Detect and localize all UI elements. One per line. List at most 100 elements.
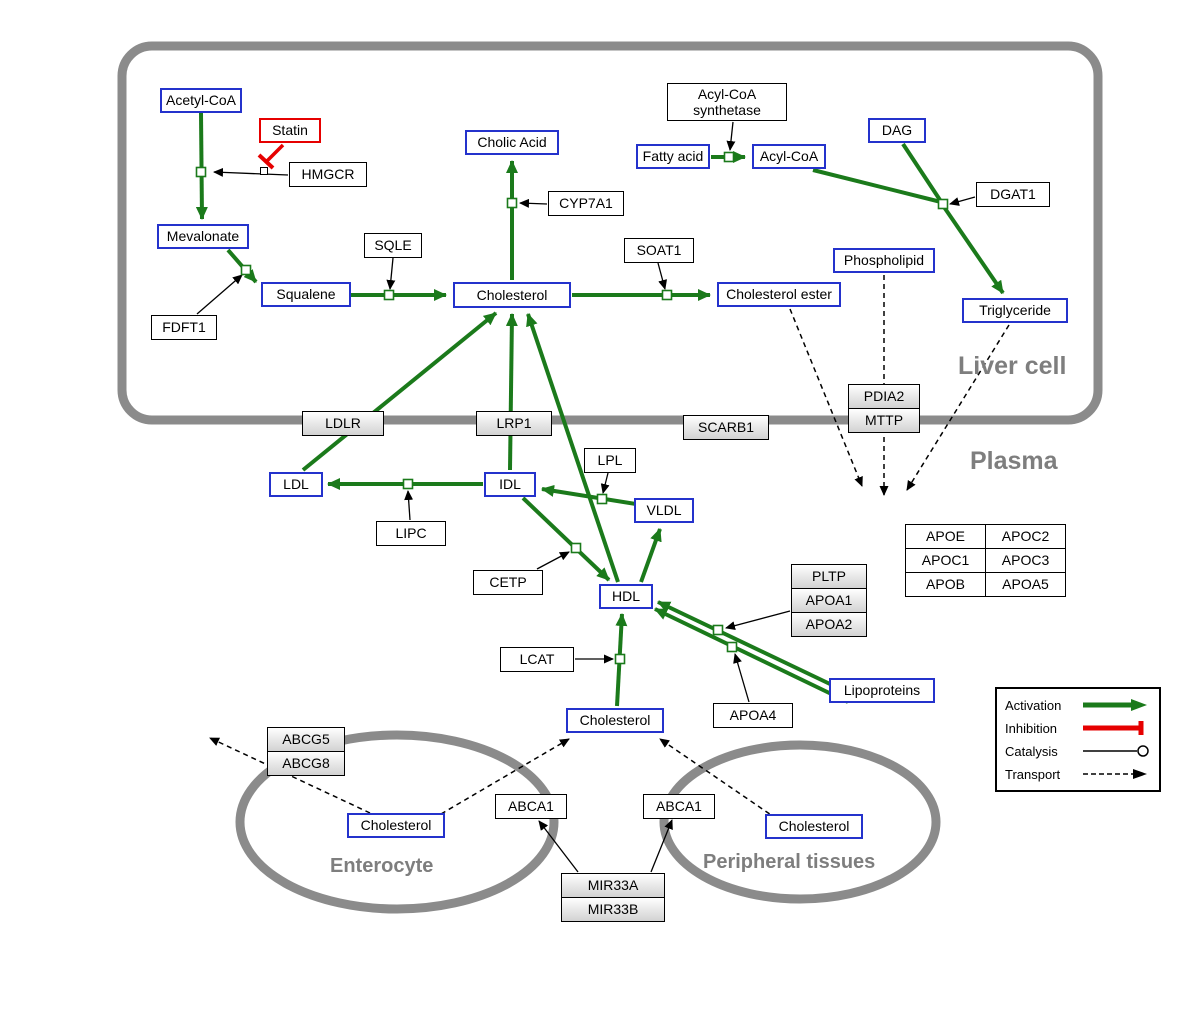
node-mttp[interactable]: MTTP: [848, 408, 920, 433]
reaction-square: [240, 264, 252, 276]
legend-inhibition-label: Inhibition: [1005, 720, 1058, 736]
node-cholesterol-liver[interactable]: Cholesterol: [453, 282, 571, 308]
edge-hdl-cholesterol: [526, 313, 620, 583]
reaction-square: [195, 166, 207, 178]
transport-dashed-arrow-glyph: [1083, 769, 1147, 779]
edge-ldl-cholesterol: [301, 311, 498, 472]
node-pdia2[interactable]: PDIA2: [848, 384, 920, 409]
node-apoa5[interactable]: APOA5: [985, 572, 1066, 597]
node-lcat[interactable]: LCAT: [500, 647, 574, 672]
reaction-square: [712, 624, 724, 636]
node-cholesterol-enterocyte[interactable]: Cholesterol: [347, 813, 445, 838]
edge-idl-hdl: [521, 496, 611, 582]
edge-hdl-vldl: [639, 528, 662, 583]
node-dag[interactable]: DAG: [868, 118, 926, 143]
edge-sqle-catalysis: [386, 257, 396, 290]
node-pltp[interactable]: PLTP: [791, 564, 867, 589]
edge-cetp-catalysis: [536, 551, 570, 570]
node-ldl[interactable]: LDL: [269, 472, 323, 497]
edge-apoa4-catalysis: [733, 653, 750, 703]
node-abcg8[interactable]: ABCG8: [267, 751, 345, 776]
edge-acylcoa-dgat-junction: [812, 168, 942, 204]
node-dgat1[interactable]: DGAT1: [976, 182, 1050, 207]
edge-lipoproteins-hdl-lower: [654, 607, 849, 704]
legend-transport-label: Transport: [1005, 766, 1061, 782]
node-abcg5[interactable]: ABCG5: [267, 727, 345, 752]
legend-row-catalysis: Catalysis: [1005, 742, 1151, 760]
node-abca1-left[interactable]: ABCA1: [495, 794, 567, 819]
node-statin[interactable]: Statin: [259, 118, 321, 143]
reaction-square: [402, 478, 414, 490]
node-vldl[interactable]: VLDL: [634, 498, 694, 523]
legend-row-transport: Transport: [1005, 765, 1151, 783]
edge-soat1-catalysis: [657, 262, 668, 290]
node-apoc2[interactable]: APOC2: [985, 524, 1066, 549]
edge-lipc-catalysis: [404, 490, 414, 521]
reaction-square: [937, 198, 949, 210]
node-acetyl-coa[interactable]: Acetyl-CoA: [160, 88, 242, 113]
node-cholesterol-peripheral[interactable]: Cholesterol: [765, 814, 863, 839]
edge-peripheral-cholesterol-plasma: [659, 738, 778, 820]
node-soat1[interactable]: SOAT1: [624, 238, 694, 263]
node-lpl[interactable]: LPL: [584, 448, 636, 473]
edge-enterocyte-cholesterol-plasma: [440, 738, 570, 815]
enterocyte-label: Enterocyte: [330, 855, 434, 877]
node-cholic-acid[interactable]: Cholic Acid: [465, 130, 559, 155]
node-abca1-right[interactable]: ABCA1: [643, 794, 715, 819]
node-scarb1[interactable]: SCARB1: [683, 415, 769, 440]
node-hdl[interactable]: HDL: [599, 584, 653, 609]
node-phospholipid[interactable]: Phospholipid: [833, 248, 935, 273]
edge-lipoproteins-hdl-upper: [657, 600, 831, 686]
node-apoa1[interactable]: APOA1: [791, 588, 867, 613]
node-apoe[interactable]: APOE: [905, 524, 986, 549]
peripheral-tissues-label: Peripheral tissues: [703, 851, 876, 873]
node-apoc1[interactable]: APOC1: [905, 548, 986, 573]
node-cholesterol-plasma[interactable]: Cholesterol: [566, 708, 664, 733]
edge-fdft1-catalysis: [196, 274, 243, 315]
node-triglyceride[interactable]: Triglyceride: [962, 298, 1068, 323]
node-apoa4[interactable]: APOA4: [713, 703, 793, 728]
node-idl[interactable]: IDL: [484, 472, 536, 497]
reaction-square: [570, 542, 582, 554]
statin-inhibition-tbar: [257, 153, 275, 170]
node-acyl-coa[interactable]: Acyl-CoA: [752, 144, 826, 169]
reaction-square: [383, 289, 395, 301]
legend: Activation Inhibition Catalysis Transpor…: [995, 687, 1161, 792]
node-ldlr[interactable]: LDLR: [302, 411, 384, 436]
node-apoa2[interactable]: APOA2: [791, 612, 867, 637]
node-acyl-coa-synthetase[interactable]: Acyl-CoA synthetase: [667, 83, 787, 121]
node-lipc[interactable]: LIPC: [376, 521, 446, 546]
node-lipoproteins[interactable]: Lipoproteins: [829, 678, 935, 703]
anchor-square: [260, 167, 268, 175]
edge-idl-cholesterol: [505, 313, 518, 471]
reaction-square: [506, 197, 518, 209]
node-cyp7a1[interactable]: CYP7A1: [548, 191, 624, 216]
node-mir33a[interactable]: MIR33A: [561, 873, 665, 898]
node-apob[interactable]: APOB: [905, 572, 986, 597]
node-squalene[interactable]: Squalene: [261, 282, 351, 307]
edge-cholesterolester-plasma: [789, 308, 863, 487]
node-hmgcr[interactable]: HMGCR: [289, 162, 367, 187]
legend-row-activation: Activation: [1005, 696, 1151, 714]
node-fdft1[interactable]: FDFT1: [151, 315, 217, 340]
reaction-square: [723, 151, 735, 163]
legend-catalysis-label: Catalysis: [1005, 743, 1058, 759]
inhibition-tbar-glyph: [1083, 721, 1144, 735]
node-fatty-acid[interactable]: Fatty acid: [636, 144, 710, 169]
edge-mir33-abca1-right: [650, 819, 673, 873]
edge-acetylcoa-mevalonate: [195, 112, 208, 220]
node-mir33b[interactable]: MIR33B: [561, 897, 665, 922]
node-cetp[interactable]: CETP: [473, 570, 543, 595]
edge-lpl-catalysis: [600, 472, 610, 494]
node-cholesterol-ester[interactable]: Cholesterol ester: [717, 282, 841, 307]
liver-cell-label: Liver cell: [958, 352, 1067, 380]
edge-dag-dgat-junction: [901, 142, 942, 202]
liver-cell-membrane: [117, 41, 1103, 425]
node-apoc3[interactable]: APOC3: [985, 548, 1066, 573]
node-lrp1[interactable]: LRP1: [476, 411, 552, 436]
node-mevalonate[interactable]: Mevalonate: [157, 224, 249, 249]
edge-cyp7a1-catalysis: [519, 198, 548, 208]
node-sqle[interactable]: SQLE: [364, 233, 422, 258]
edge-vldl-idl: [541, 484, 637, 506]
